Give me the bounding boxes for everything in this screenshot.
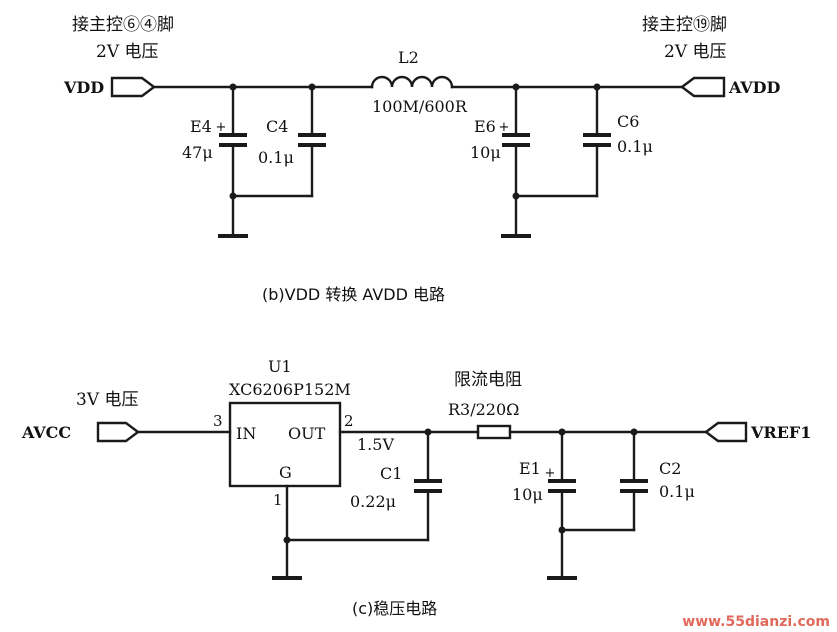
avcc-label: AVCC [21,423,71,442]
e1-value: 10μ [512,485,543,504]
resistor-r3 [476,424,512,440]
c6-name: C6 [617,112,639,131]
e6-name: E6 [474,117,496,136]
pin2-label: 2 [344,412,354,430]
junction-dot [229,83,237,91]
input-voltage-label: 3V 电压 [76,390,139,410]
vdd-connector [110,76,156,98]
junction-dot [229,192,237,200]
bottom-caption: (c)稳压电路 [352,599,437,618]
l2-value: 100M/600R [372,97,468,116]
c1-value: 0.22μ [350,492,396,511]
pin1-label: 1 [273,491,283,509]
u1-regulator-ic [228,401,342,488]
junction-dot [558,526,566,534]
junction-dot [308,83,316,91]
vdd-to-avdd-circuit: + + 接主控⑥④脚 2V 电压 接主控⑲脚 2V 电压 VDD AVDD L2… [63,15,781,304]
c6-value: 0.1μ [617,137,653,156]
right-note-line2: 2V 电压 [664,42,727,62]
c4-value: 0.1μ [258,148,294,167]
watermark: www.55dianzi.com [682,614,830,630]
out-voltage-label: 1.5V [357,435,394,454]
r3-label: R3/220Ω [448,400,519,419]
vref1-connector [704,421,748,443]
junction-dot [283,536,291,544]
junction-dot [593,83,601,91]
e4-plus-sign: + [216,120,227,135]
u1-part-number: XC6206P152M [229,380,351,399]
c2-name: C2 [659,459,681,478]
junction-dot [512,83,520,91]
out-pin-label: OUT [288,424,326,443]
e4-name: E4 [190,117,212,136]
e6-value: 10μ [470,143,501,162]
right-note-line1: 接主控⑲脚 [642,15,727,35]
regulator-circuit: + U1 XC6206P152M 3V 电压 AVCC 3 2 1 IN OUT… [21,357,811,618]
c1-name: C1 [380,464,402,483]
avcc-connector [96,421,140,443]
top-caption: (b)VDD 转换 AVDD 电路 [262,285,445,304]
vdd-label: VDD [63,78,104,97]
junction-dot [512,192,520,200]
inductor-l2 [370,75,454,89]
pin3-label: 3 [213,412,223,430]
avdd-connector [680,76,726,98]
e4-value: 47μ [182,143,213,162]
u1-name: U1 [268,357,292,376]
g-pin-label: G [279,463,292,482]
l2-name: L2 [398,48,419,67]
c2-value: 0.1μ [659,482,695,501]
left-note-line2: 2V 电压 [96,42,159,62]
left-note-line1: 接主控⑥④脚 [72,15,174,35]
r3-description: 限流电阻 [454,370,522,390]
e6-plus-sign: + [499,120,510,135]
avdd-label: AVDD [728,78,781,97]
vref1-label: VREF1 [750,423,811,442]
e1-name: E1 [519,459,541,478]
in-pin-label: IN [236,424,256,443]
e1-plus-sign: + [545,466,556,481]
c4-name: C4 [266,117,288,136]
